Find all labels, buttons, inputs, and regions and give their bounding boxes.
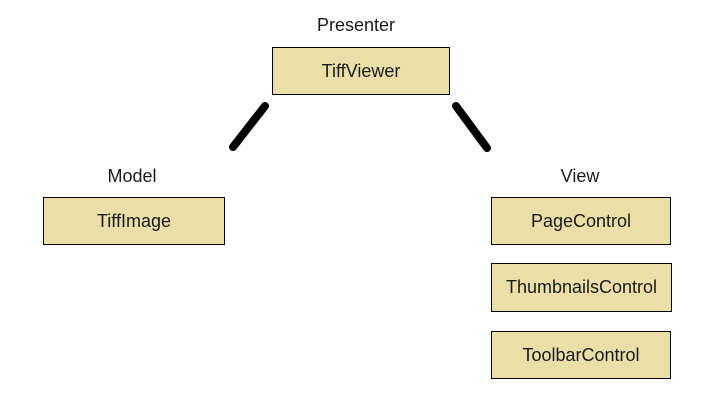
connector-tiffviewer-pagecontrol (452, 102, 491, 152)
presenter-label: Presenter (316, 15, 396, 35)
connector-tiffviewer-tiffimage (229, 102, 269, 151)
tiffimage-box: TiffImage (43, 197, 225, 245)
thumbnailscontrol-box: ThumbnailsControl (491, 263, 672, 312)
toolbarcontrol-box: ToolbarControl (491, 331, 671, 379)
model-label: Model (107, 166, 157, 186)
view-label: View (560, 166, 600, 186)
tiffviewer-box: TiffViewer (272, 47, 450, 95)
pagecontrol-box: PageControl (491, 197, 671, 245)
